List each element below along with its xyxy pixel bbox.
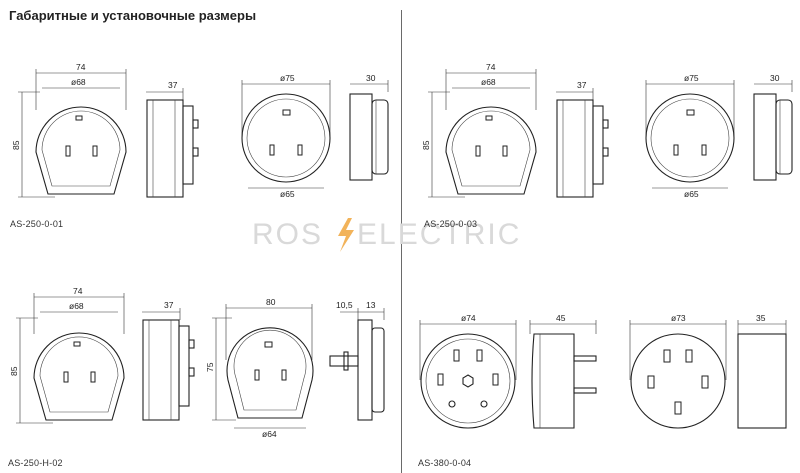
dim-base-2: ø64 xyxy=(262,429,277,439)
dim-height: 85 xyxy=(11,140,21,150)
dim-side-1: 45 xyxy=(556,313,566,323)
dim-diameter: ø68 xyxy=(71,77,86,87)
dim-diameter: ø68 xyxy=(69,301,84,311)
drawing-as-250-h-02: 74 ø68 85 37 80 75 ø64 xyxy=(9,286,385,439)
page-title: Габаритные и установочные размеры xyxy=(9,8,257,23)
dim-side-1: 10,5 xyxy=(336,300,353,310)
dim-width: 74 xyxy=(486,62,496,72)
dim-height: 85 xyxy=(421,140,431,150)
dim-side-2: 13 xyxy=(366,300,376,310)
dim-diameter-1: ø74 xyxy=(461,313,476,323)
dim-width-2: 80 xyxy=(266,297,276,307)
dim-round-base: ø65 xyxy=(280,189,295,199)
bolt-icon xyxy=(338,218,354,252)
dim-width: 74 xyxy=(76,62,86,72)
watermark-left-text: ROS xyxy=(252,218,323,251)
dim-height-2: 75 xyxy=(205,362,215,372)
dim-height: 85 xyxy=(9,366,19,376)
dim-width: 74 xyxy=(73,286,83,296)
dim-round-base: ø65 xyxy=(684,189,699,199)
column-divider xyxy=(401,10,402,473)
model-caption-4: AS-380-0-04 xyxy=(418,458,471,468)
dim-side: 37 xyxy=(168,80,178,90)
model-caption-3: AS-250-H-02 xyxy=(8,458,63,468)
model-caption-1: AS-250-0-01 xyxy=(10,219,63,229)
dim-side: 37 xyxy=(577,80,587,90)
dim-round-width: ø75 xyxy=(684,73,699,83)
dim-round-side: 30 xyxy=(366,73,376,83)
drawing-as-250-0-03: 74 ø68 85 37 ø75 ø65 30 xyxy=(421,62,793,199)
dim-diameter-2: ø73 xyxy=(671,313,686,323)
model-caption-2: AS-250-0-03 xyxy=(424,219,477,229)
watermark-right-text: ELECTRIC xyxy=(357,218,521,251)
drawing-as-250-0-01: 74 ø68 85 37 ø75 ø65 30 xyxy=(11,62,389,199)
dim-round-width: ø75 xyxy=(280,73,295,83)
drawing-as-380-0-04: ø74 45 ø73 35 xyxy=(419,313,787,429)
watermark: ROS ELECTRIC xyxy=(252,218,521,252)
dim-diameter: ø68 xyxy=(481,77,496,87)
dim-side-2: 35 xyxy=(756,313,766,323)
dim-side: 37 xyxy=(164,300,174,310)
dim-round-side: 30 xyxy=(770,73,780,83)
